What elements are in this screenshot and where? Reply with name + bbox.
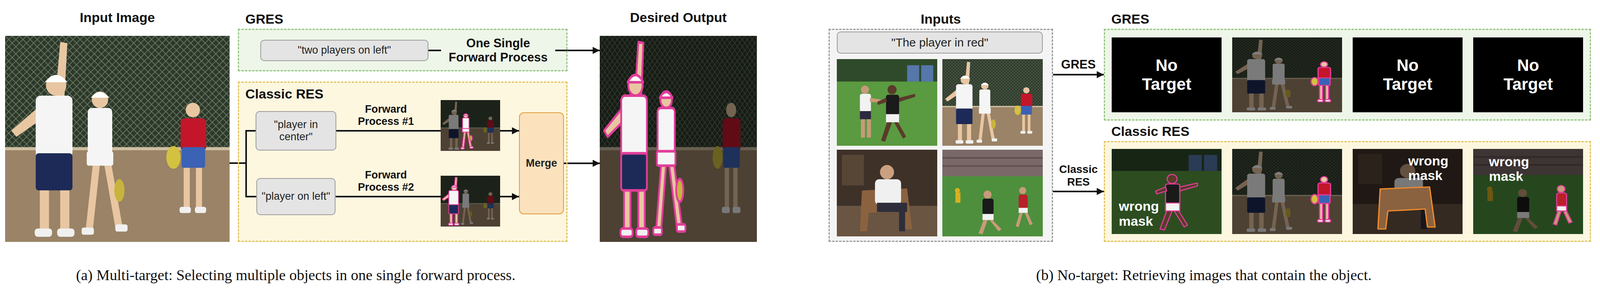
query-text: "two players on left" — [297, 44, 392, 57]
panel-heading: Classic RES — [1111, 123, 1190, 140]
panel-heading: GRES — [1111, 11, 1150, 27]
method-panel: Classic RESwrong maskwrong maskwrong mas… — [1103, 140, 1591, 242]
method-panel: GRESNo TargetNo TargetNo Target — [1103, 28, 1591, 121]
input-photo — [836, 59, 938, 146]
panel-fill — [237, 81, 568, 242]
query-text: "player on left" — [261, 190, 331, 203]
flow-arrow — [229, 130, 256, 164]
result-thumbnail — [440, 100, 501, 151]
merge-box: Merge — [519, 112, 564, 215]
result-photo — [1111, 148, 1222, 234]
panel-fill — [1103, 140, 1591, 242]
result-photo — [1352, 148, 1463, 234]
output-photo — [599, 35, 757, 242]
flow-arrow — [1053, 74, 1104, 76]
panel-fill — [828, 28, 1054, 242]
panel-fill — [1103, 28, 1591, 121]
edge-label: One Single Forward Process — [441, 35, 556, 65]
panel-heading: Input Image — [5, 9, 230, 26]
flow-arrow — [229, 163, 257, 197]
no-target-text: No Target — [1496, 55, 1560, 95]
no-target-text: No Target — [1376, 55, 1440, 95]
edge-label: Forward Process #1 — [344, 102, 428, 129]
no-target-panel: No Target — [1473, 37, 1584, 113]
flow-arrow — [563, 162, 600, 165]
panel-heading: Inputs — [829, 11, 1052, 27]
merge-text: Merge — [525, 157, 558, 170]
panel-heading: GRES — [245, 11, 284, 27]
input-photo — [5, 35, 230, 242]
panel-heading: Classic RES — [245, 85, 324, 102]
edge-label: GRES — [1054, 56, 1104, 73]
no-target-text: No Target — [1135, 55, 1199, 95]
no-target-panel: No Target — [1352, 37, 1463, 113]
query-box: "The player in red" — [836, 31, 1043, 54]
mask-note: wrong mask — [1118, 198, 1167, 229]
panel-heading: Desired Output — [599, 9, 757, 26]
subfigure-caption: (b) No-target: Retrieving images that co… — [912, 266, 1496, 284]
edge-label: Forward Process #2 — [344, 168, 428, 195]
input-panel: Inputs"The player in red" — [828, 28, 1054, 242]
query-text: "player in center" — [256, 118, 336, 143]
mask-panel: wrong mask — [1352, 148, 1463, 234]
panel-fill — [237, 28, 568, 72]
image-frame: Desired Output — [599, 7, 757, 242]
mask-note: wrong mask — [1488, 154, 1537, 184]
query-box: "two players on left" — [260, 39, 429, 62]
input-photo — [836, 149, 938, 237]
result-thumbnail — [440, 175, 501, 227]
input-photo — [942, 149, 1043, 237]
edge-label: Classic RES — [1053, 162, 1105, 190]
no-target-panel: No Target — [1111, 37, 1222, 113]
query-box: "player in center" — [255, 111, 337, 151]
image-frame: Input Image — [5, 7, 230, 242]
subfigure-caption: (a) Multi-target: Selecting multiple obj… — [4, 266, 588, 284]
result-photo — [1232, 148, 1343, 234]
query-text: "The player in red" — [891, 35, 989, 50]
mask-note: wrong mask — [1408, 153, 1456, 184]
result-photo — [1232, 37, 1343, 113]
result-photo — [1473, 148, 1584, 234]
query-box: "player on left" — [256, 177, 336, 216]
input-photo — [942, 59, 1043, 146]
mask-panel: wrong mask — [1111, 148, 1222, 234]
mask-panel: wrong mask — [1473, 148, 1584, 234]
flow-arrow — [1053, 190, 1104, 193]
